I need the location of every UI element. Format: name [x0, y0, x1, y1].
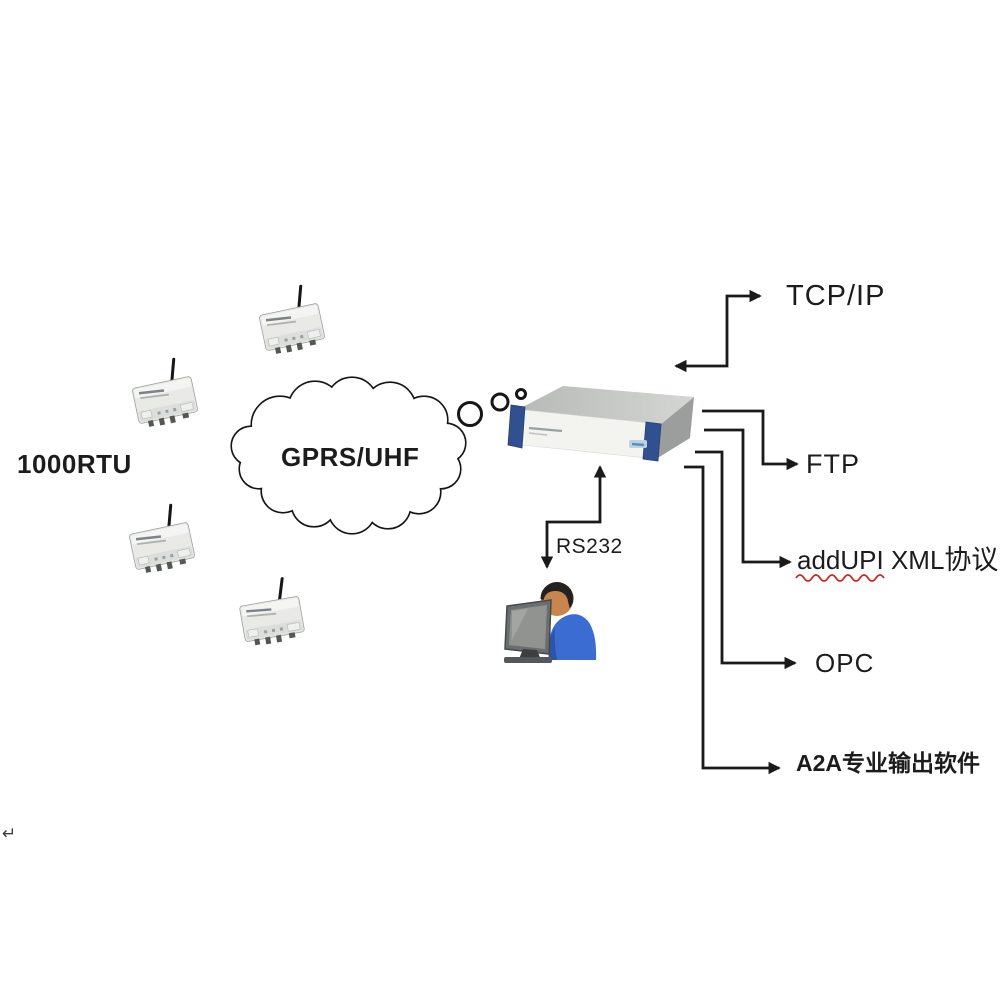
- output-label-tcpip: TCP/IP: [786, 280, 886, 312]
- output-label-a2a: A2A专业输出软件: [796, 750, 981, 776]
- output-label-addupi-latin: addUPI XML: [797, 545, 945, 575]
- cloud-shape: [230, 376, 467, 535]
- paragraph-mark: ↵: [2, 824, 17, 843]
- output-label-ftp: FTP: [806, 449, 860, 479]
- output-label-addupi: addUPI XML协议: [797, 545, 999, 576]
- a2a-connector: [684, 465, 781, 775]
- cloud-label: GPRS/UHF: [281, 442, 420, 472]
- rs232-connector: [540, 465, 607, 569]
- person-at-computer-icon: [504, 582, 597, 663]
- tcpip-connector: [674, 289, 762, 373]
- spellcheck-squiggle: [795, 574, 885, 582]
- serial-link-label: RS232: [556, 535, 623, 558]
- rtu-device-icon: [126, 355, 201, 432]
- rtu-device-icon: [234, 574, 308, 650]
- rtu-group-label: 1000RTU: [17, 449, 132, 479]
- gateway-server-icon: [507, 386, 694, 462]
- addupi-connector: [704, 428, 792, 569]
- opc-connector: [695, 450, 797, 670]
- connector-lines: [540, 289, 799, 775]
- ftp-connector: [702, 409, 799, 471]
- thought-bubbles: [457, 388, 527, 427]
- output-label-addupi-cjk: 协议: [944, 545, 999, 575]
- rtu-device-icon: [253, 282, 328, 359]
- output-label-opc: OPC: [815, 648, 875, 678]
- rtu-device-icon: [123, 501, 198, 578]
